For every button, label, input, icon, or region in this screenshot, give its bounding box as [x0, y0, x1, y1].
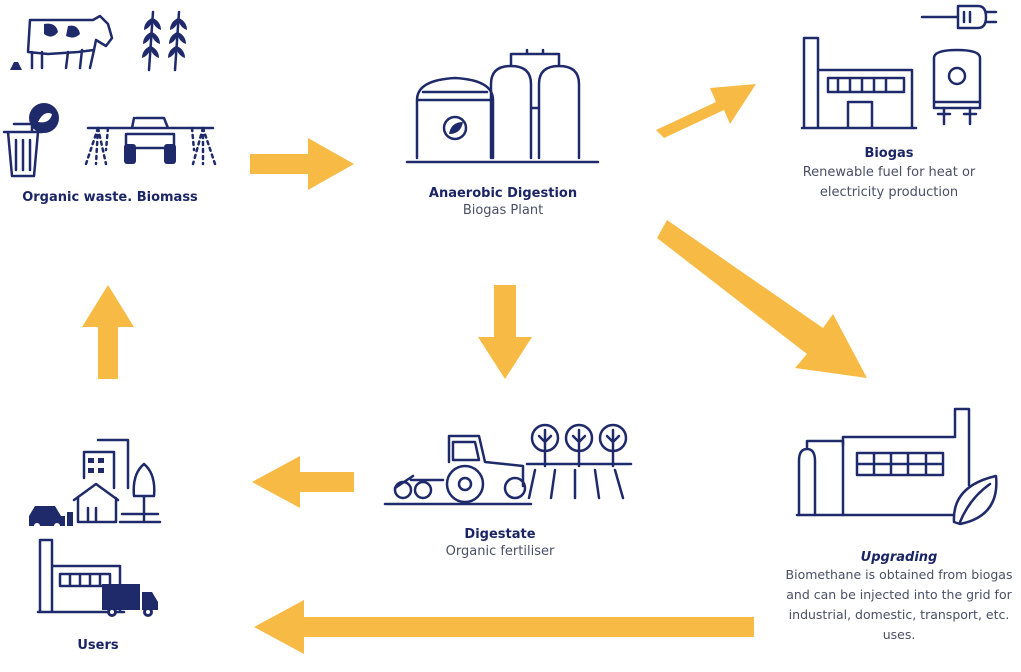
arrow-digestion-to-upgrading [657, 220, 867, 378]
tractor-icon [383, 434, 533, 506]
biogas-desc-line2: electricity production [819, 185, 959, 200]
trees-icon [525, 423, 633, 500]
upgrading-desc-line4: uses. [882, 627, 916, 642]
sprayer-icon [84, 116, 217, 166]
node-users: Users [40, 638, 156, 653]
factory-icon [800, 36, 918, 130]
arrow-digestion-to-digestate [478, 285, 532, 379]
cow-icon [10, 14, 114, 70]
upgrading-desc-line2: and can be injected into the grid for [786, 587, 1012, 602]
upgrading-desc-line1: Biomethane is obtained from biogas [785, 567, 1013, 582]
arrow-upgrading-to-users [254, 600, 754, 654]
trash-bin-icon [2, 103, 59, 178]
arrow-digestate-to-users [252, 456, 354, 508]
wheat-icon [142, 10, 187, 72]
digestion-title: Anaerobic Digestion [428, 186, 578, 201]
users-title: Users [77, 638, 119, 653]
arrow-digestion-to-biogas [656, 84, 756, 138]
digester-tanks-icon [405, 48, 600, 164]
upgrading-title: Upgrading [860, 550, 938, 565]
biomass-title: Organic waste. Biomass [22, 190, 198, 205]
city-icon [72, 438, 162, 524]
node-digestion: Anaerobic Digestion Biogas Plant [403, 186, 603, 221]
plug-icon [920, 4, 998, 30]
arrow-biomass-to-digestion [250, 138, 354, 190]
node-biogas: Biogas Renewable fuel for heat or electr… [779, 146, 999, 203]
biogas-title: Biogas [864, 146, 914, 161]
arrow-users-to-biomass [82, 285, 134, 379]
node-biomass: Organic waste. Biomass [10, 190, 210, 205]
node-digestate: Digestate Organic fertiliser [400, 527, 600, 562]
upgrading-plant-icon [795, 407, 971, 517]
biogas-desc-line1: Renewable fuel for heat or [802, 165, 976, 180]
upgrading-desc-line3: industrial, domestic, transport, etc. [788, 607, 1010, 622]
digestate-subtitle: Organic fertiliser [445, 544, 555, 559]
car-icon [29, 506, 73, 529]
digestion-subtitle: Biogas Plant [462, 203, 544, 218]
leaf-icon [952, 474, 998, 526]
node-upgrading: Upgrading Biomethane is obtained from bi… [772, 550, 1021, 645]
boiler-icon [932, 48, 982, 126]
truck-icon [102, 584, 158, 617]
digestate-title: Digestate [464, 527, 536, 542]
